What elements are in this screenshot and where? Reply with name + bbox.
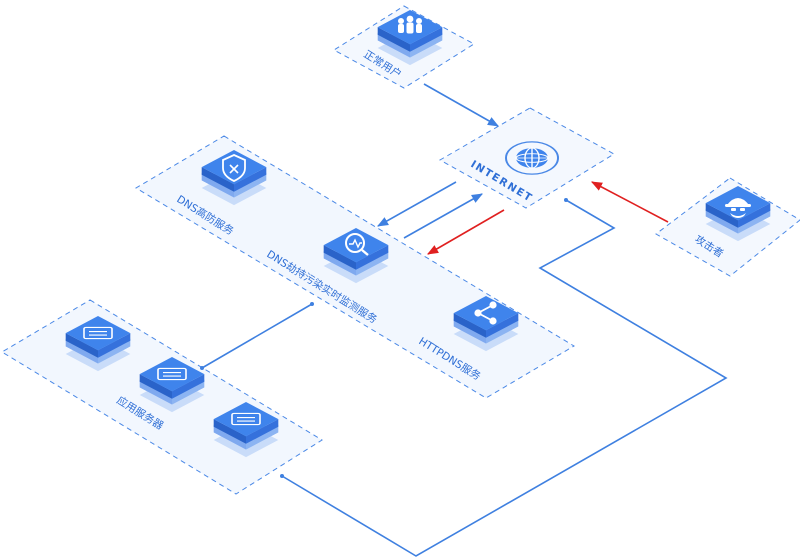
- flow-attack-to-dns: [427, 209, 505, 255]
- node-app-server-3: [213, 402, 279, 458]
- users-group-icon: [398, 15, 422, 34]
- server-icon: [157, 367, 187, 381]
- globe-icon: [505, 141, 559, 175]
- flow-internet-to-dns: [377, 181, 457, 227]
- flow-dns-to-app: [201, 303, 313, 369]
- server-icon: [231, 412, 261, 426]
- hacker-icon: [725, 198, 751, 218]
- flow-attacker-to-internet: [591, 181, 669, 223]
- node-app-server-1: [65, 316, 131, 372]
- node-app-server-2: [139, 357, 205, 413]
- flow-dns-to-internet: [403, 193, 483, 239]
- flow-return-path: [281, 199, 728, 557]
- share-nodes-icon: [474, 301, 497, 325]
- search-monitor-icon: [345, 233, 369, 256]
- shield-icon: [222, 154, 246, 182]
- server-icon: [83, 326, 113, 340]
- flow-user-to-internet: [423, 83, 499, 127]
